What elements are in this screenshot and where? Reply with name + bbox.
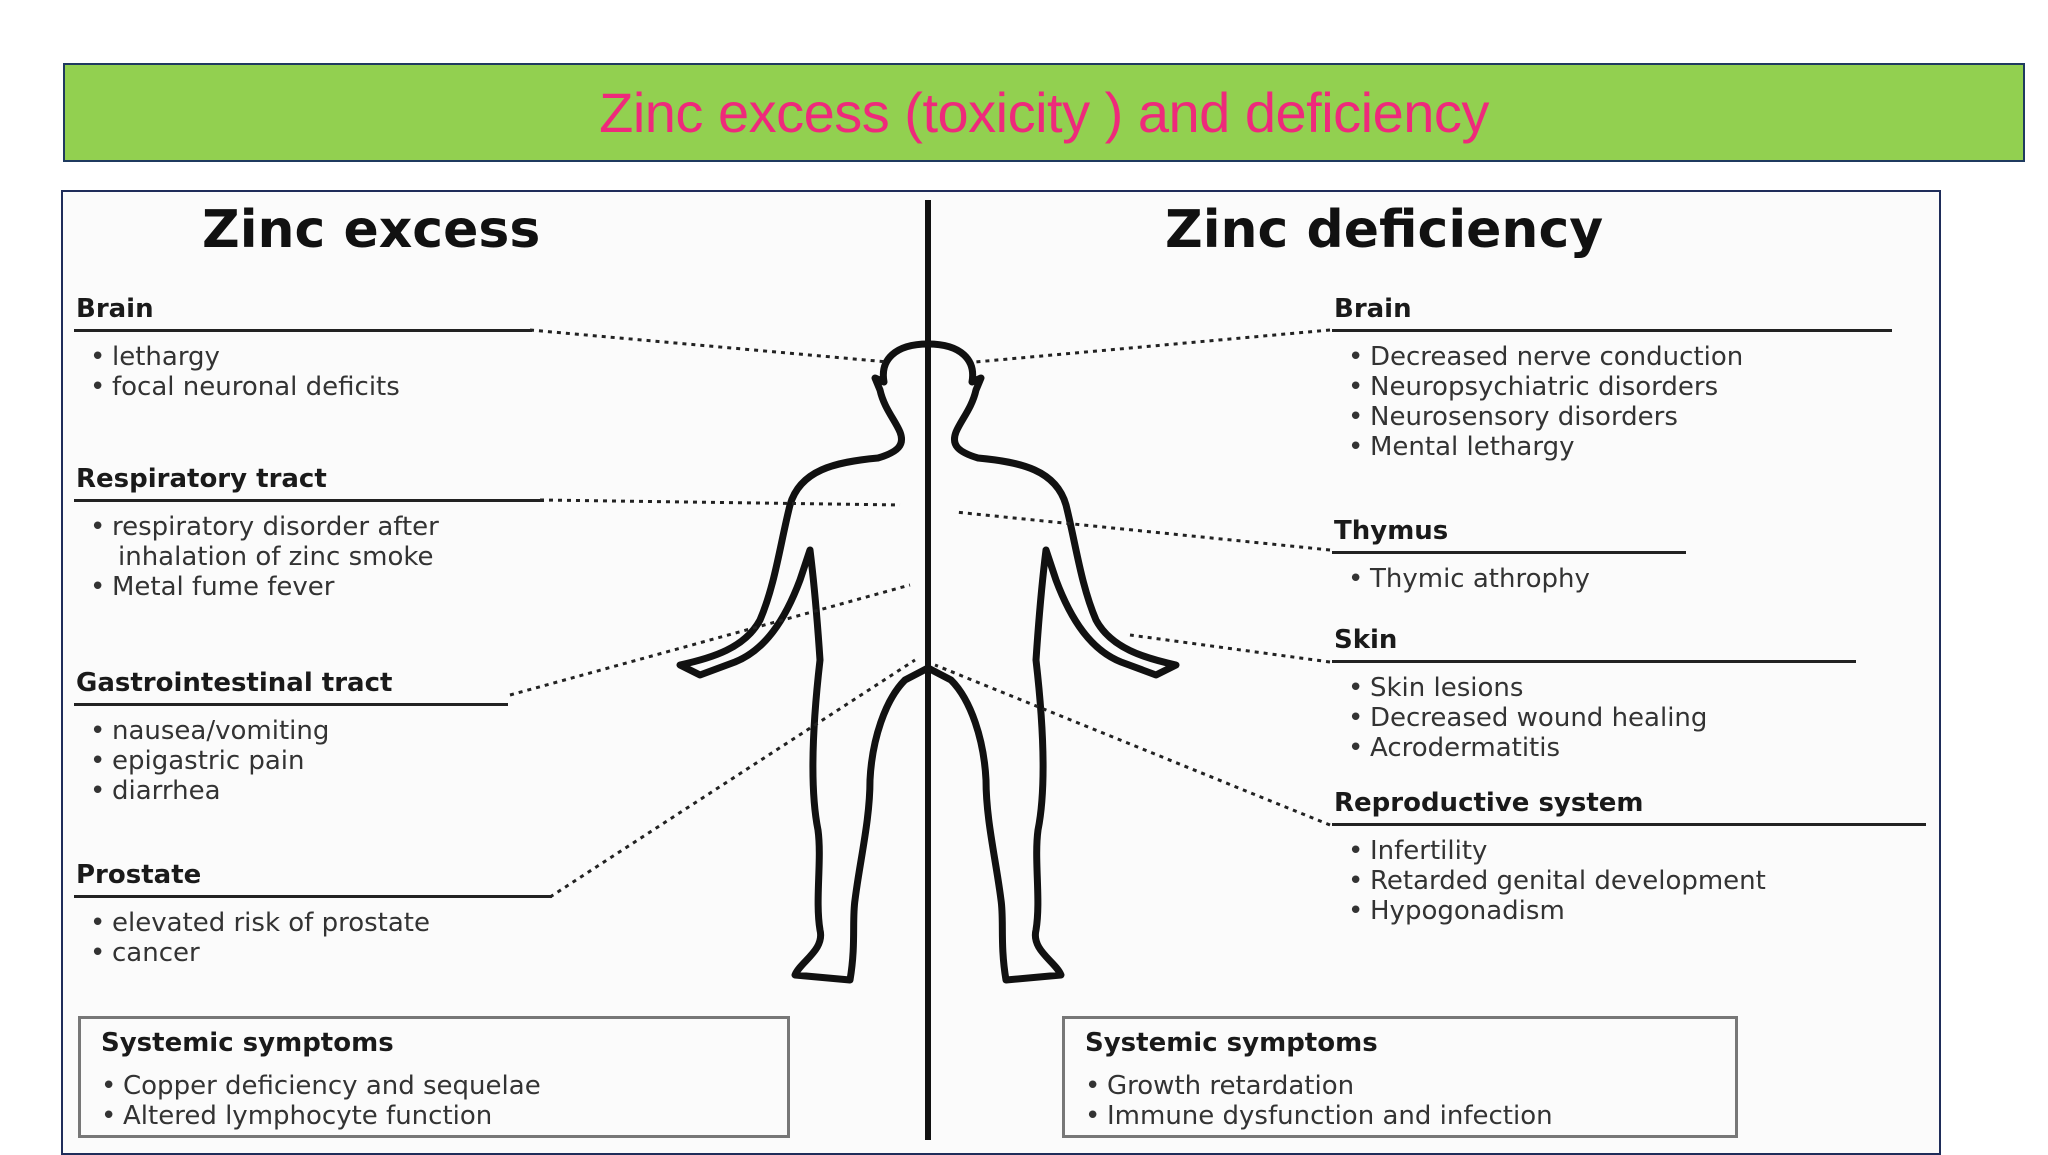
list-item: epigastric pain [90,746,508,776]
section-title: Thymus [1332,515,1686,554]
list-item: Infertility [1348,836,1926,866]
deficiency-section-reproductive: Reproductive system Infertility Retarded… [1332,787,1926,926]
list-item: Decreased nerve conduction [1348,342,1892,372]
section-title: Respiratory tract [74,463,544,502]
deficiency-section-thymus: Thymus Thymic athrophy [1332,515,1686,594]
list-item: Metal fume fever [90,572,544,602]
list-item: Retarded genital development [1348,866,1926,896]
list-item: Altered lymphocyte function [101,1101,767,1131]
deficiency-systemic-box: Systemic symptoms Growth retardation Imm… [1062,1016,1738,1138]
list-item: Growth retardation [1085,1071,1715,1101]
section-title: Brain [74,293,532,332]
list-item: respiratory disorder after [90,512,544,542]
section-title: Gastrointestinal tract [74,667,508,706]
list-item: cancer [90,938,552,968]
section-title: Prostate [74,859,552,898]
deficiency-heading: Zinc deficiency [1165,200,1604,260]
excess-section-respiratory: Respiratory tract respiratory disorder a… [74,463,544,602]
list-item: inhalation of zinc smoke [118,542,434,572]
list-item: focal neuronal deficits [90,372,532,402]
list-item: lethargy [90,342,532,372]
list-item: Hypogonadism [1348,896,1926,926]
list-item: Acrodermatitis [1348,733,1856,763]
list-item: diarrhea [90,776,508,806]
list-item: Neuropsychiatric disorders [1348,372,1892,402]
list-item: Copper deficiency and sequelae [101,1071,767,1101]
section-title: Skin [1332,624,1856,663]
page-title: Zinc excess (toxicity ) and deficiency [599,81,1489,144]
list-item: Neurosensory disorders [1348,402,1892,432]
excess-section-brain: Brain lethargy focal neuronal deficits [74,293,532,402]
list-item: Mental lethargy [1348,432,1892,462]
excess-section-prostate: Prostate elevated risk of prostate cance… [74,859,552,968]
list-item: Immune dysfunction and infection [1085,1101,1715,1131]
list-item: elevated risk of prostate [90,908,552,938]
systemic-title: Systemic symptoms [101,1028,394,1058]
excess-systemic-box: Systemic symptoms Copper deficiency and … [78,1016,790,1138]
excess-section-gi: Gastrointestinal tract nausea/vomiting e… [74,667,508,806]
deficiency-section-brain: Brain Decreased nerve conduction Neurops… [1332,293,1892,462]
list-item: Decreased wound healing [1348,703,1856,733]
title-banner: Zinc excess (toxicity ) and deficiency [63,63,2025,162]
section-title: Brain [1332,293,1892,332]
list-item: Skin lesions [1348,673,1856,703]
systemic-title: Systemic symptoms [1085,1028,1378,1058]
list-item: Thymic athrophy [1348,564,1686,594]
deficiency-section-skin: Skin Skin lesions Decreased wound healin… [1332,624,1856,763]
section-title: Reproductive system [1332,787,1926,826]
list-item: nausea/vomiting [90,716,508,746]
excess-heading: Zinc excess [202,200,541,260]
